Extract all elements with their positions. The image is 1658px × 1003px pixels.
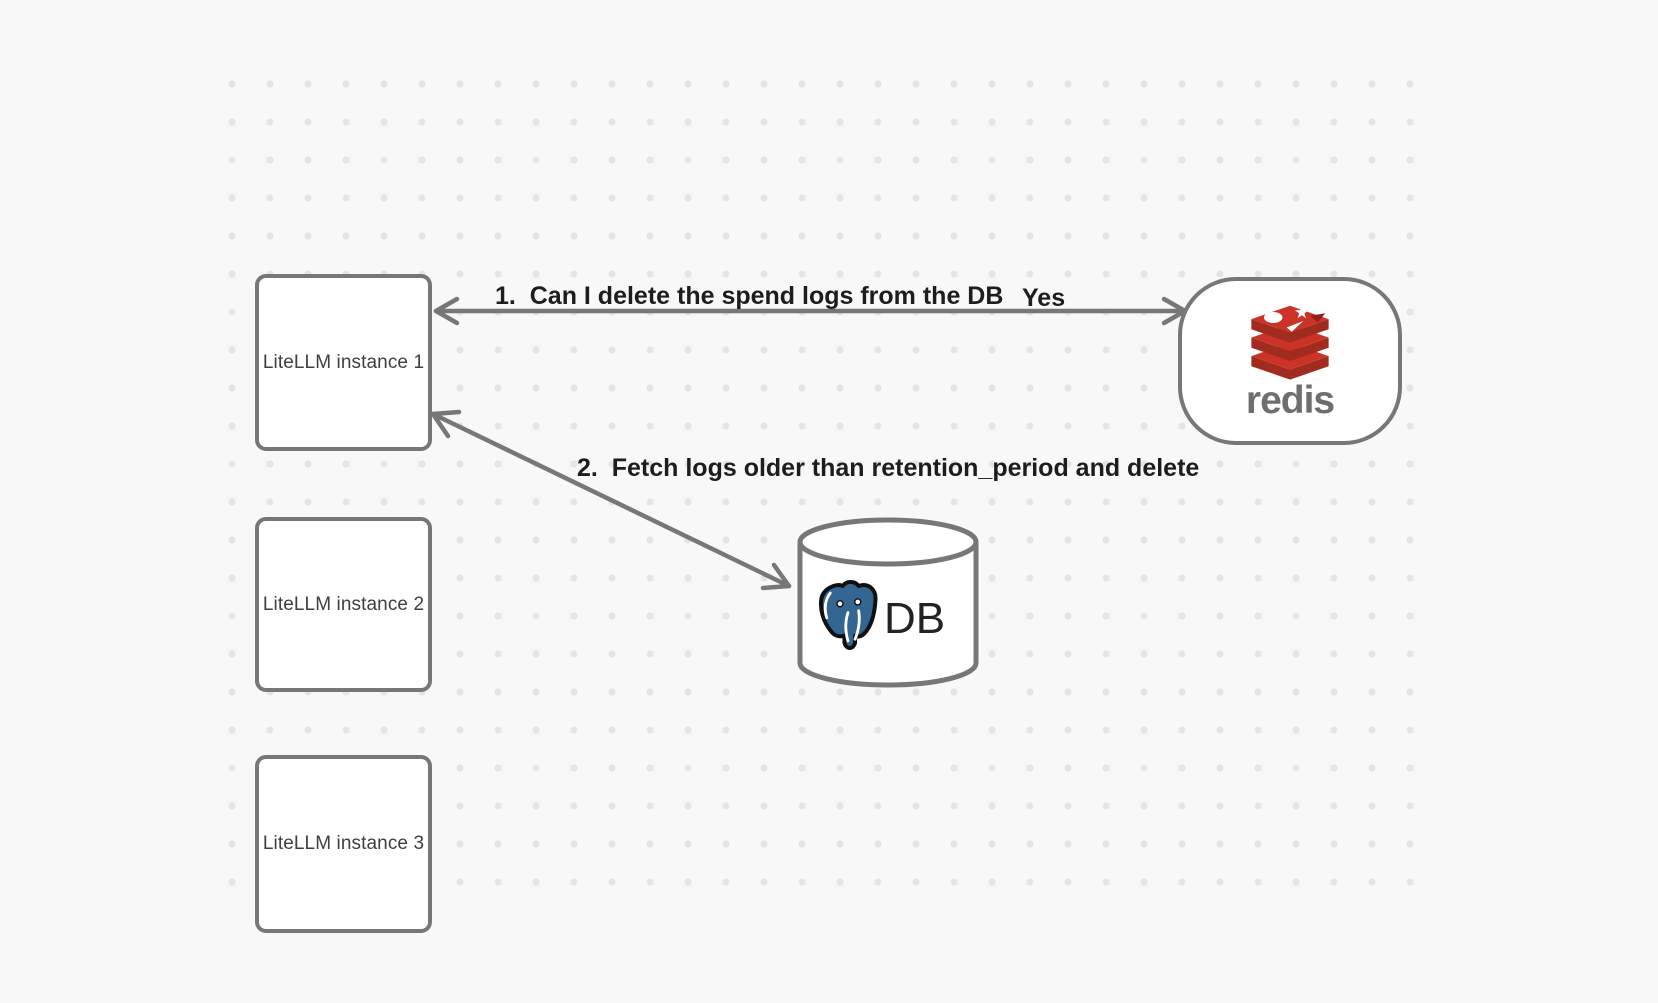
litellm-instance-2-label: LiteLLM instance 2 bbox=[262, 593, 425, 615]
arrow-1-left-head-icon bbox=[433, 296, 460, 326]
arrow-2-line bbox=[430, 411, 792, 589]
redis-wordmark: redis bbox=[1245, 379, 1335, 422]
arrow-2-label: 2. Fetch logs older than retention_perio… bbox=[577, 454, 1200, 482]
redis-stack-icon bbox=[1251, 305, 1329, 380]
node-litellm-instance-2[interactable]: LiteLLM instance 2 bbox=[255, 517, 432, 692]
database-label: DB bbox=[884, 594, 946, 643]
arrow-2-upper-head-icon bbox=[430, 409, 462, 439]
arrow-1-label: 1. Can I delete the spend logs from the … bbox=[495, 282, 1004, 310]
redis-star-shape bbox=[1294, 305, 1309, 319]
arrow-2-lower-head-icon bbox=[760, 562, 792, 591]
litellm-instance-1-label: LiteLLM instance 1 bbox=[262, 351, 425, 373]
litellm-instance-3-label: LiteLLM instance 3 bbox=[262, 833, 425, 854]
arrow-1-reply-label: Yes bbox=[1022, 284, 1066, 312]
postgresql-elephant-icon bbox=[818, 580, 878, 650]
node-litellm-instance-3[interactable]: LiteLLM instance 3 bbox=[255, 755, 432, 933]
node-litellm-instance-1[interactable]: LiteLLM instance 1 bbox=[255, 274, 432, 451]
node-database-cylinder[interactable] bbox=[795, 517, 981, 690]
node-redis[interactable]: redis bbox=[1178, 277, 1402, 445]
arrow-litellm-db[interactable] bbox=[430, 409, 792, 591]
